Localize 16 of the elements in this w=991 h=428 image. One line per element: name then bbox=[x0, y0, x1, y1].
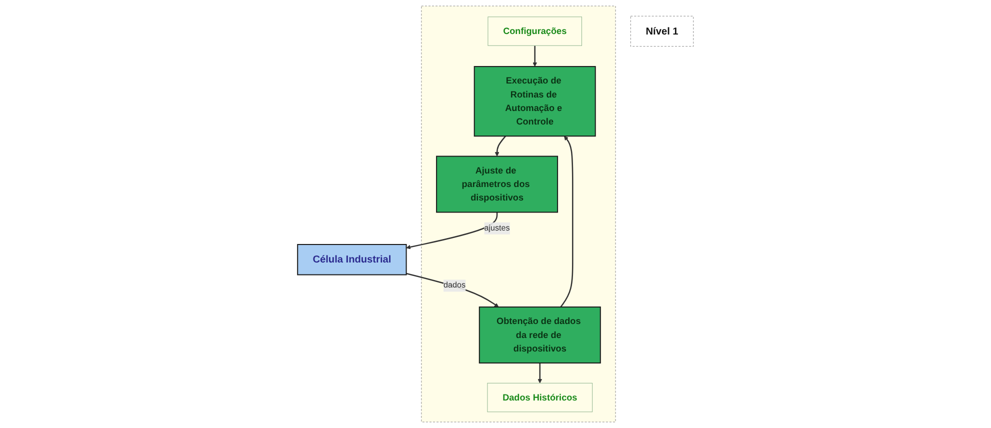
node-box: Nível 1 bbox=[630, 16, 694, 47]
arrow bbox=[560, 136, 574, 308]
node-box: Célula Industrial bbox=[297, 244, 407, 276]
node-box: Configurações bbox=[488, 16, 582, 46]
node-box: Dados Históricos bbox=[487, 382, 593, 412]
arrow bbox=[406, 272, 499, 308]
arrow bbox=[538, 362, 542, 384]
cluster bbox=[421, 6, 616, 422]
arrow bbox=[532, 46, 538, 67]
node-box: Execução de Rotinas de Automação e Controle bbox=[474, 66, 596, 137]
arrow bbox=[494, 136, 506, 156]
node-box: Obtenção de dados da rede de dispositivos bbox=[478, 306, 601, 364]
arrow bbox=[406, 212, 498, 250]
edge-label: dados bbox=[443, 281, 466, 290]
node-box: Ajuste de parâmetros dos dispositivos bbox=[436, 156, 558, 213]
edge-label: ajustes bbox=[484, 224, 510, 232]
